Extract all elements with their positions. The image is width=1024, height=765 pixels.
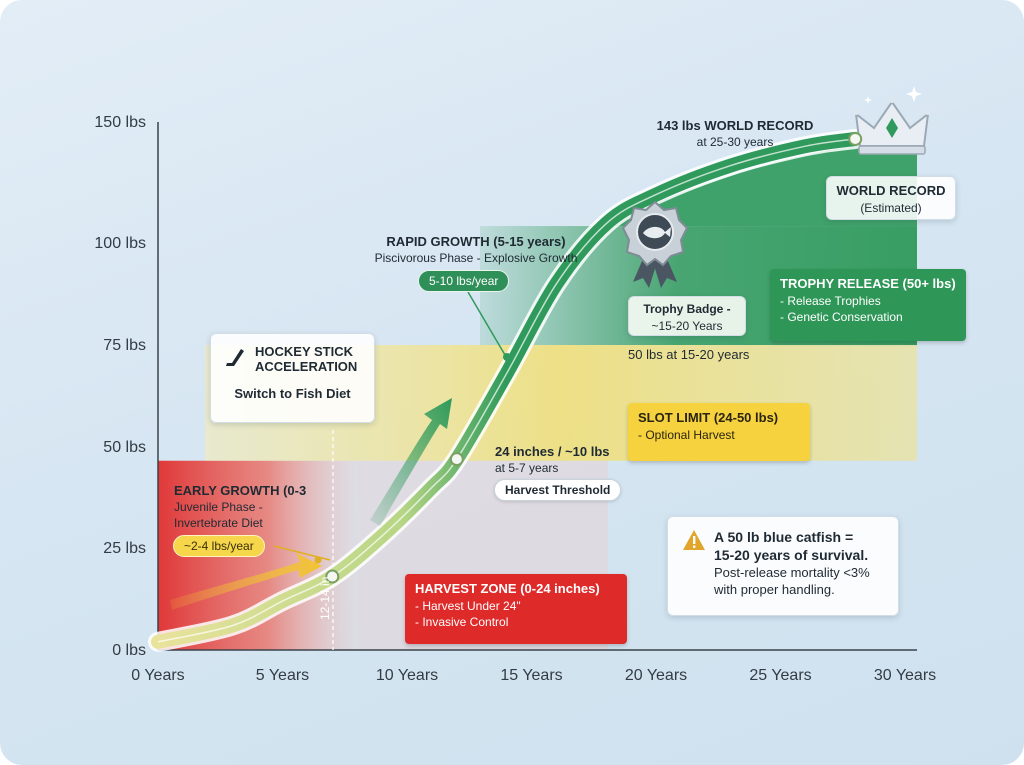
x-tick-label: 20 Years bbox=[625, 667, 687, 684]
early-growth-leader bbox=[273, 545, 331, 561]
slot-limit-title: SLOT LIMIT (24-50 lbs) bbox=[638, 410, 779, 425]
harvest-title: HARVEST ZONE (0-24 inches) bbox=[415, 581, 600, 596]
harvest-threshold-pill: Harvest Threshold bbox=[494, 479, 622, 501]
harvest-line1: - Harvest Under 24" bbox=[415, 599, 521, 613]
rapid-title: RAPID GROWTH (5-15 years) bbox=[386, 234, 566, 249]
early-growth-label: EARLY GROWTH (0-3 Juvenile Phase - Inver… bbox=[174, 483, 306, 530]
y-tick-label: 150 lbs bbox=[94, 114, 146, 131]
threshold-label: 24 inches / ~10 lbs at 5-7 years bbox=[495, 444, 610, 475]
note-line2: 15-20 years of survival. bbox=[714, 547, 869, 563]
hockey-title-1: HOCKEY STICK bbox=[255, 344, 353, 359]
x-tick-label: 10 Years bbox=[376, 667, 438, 684]
early-rate-pill: ~2-4 lbs/year bbox=[173, 535, 265, 557]
length-label: 12-14 in bbox=[318, 576, 332, 620]
trophy-release-line2: - Genetic Conservation bbox=[780, 310, 903, 324]
x-tick-label: 5 Years bbox=[256, 667, 309, 684]
x-tick-label: 15 Years bbox=[500, 667, 562, 684]
curve-marker-2 bbox=[848, 131, 863, 146]
world-record-box: WORLD RECORD (Estimated) bbox=[826, 176, 956, 220]
curve-marker-0 bbox=[325, 569, 340, 584]
x-tick-label: 30 Years bbox=[874, 667, 936, 684]
rapid-growth-leader bbox=[467, 291, 506, 356]
acceleration-arrow bbox=[370, 398, 452, 526]
trophy-release-title: TROPHY RELEASE (50+ lbs) bbox=[780, 276, 956, 291]
markers-layer bbox=[273, 131, 863, 584]
rapid-sub: Piscivorous Phase - Explosive Growth bbox=[374, 251, 578, 265]
slot-limit-line1: - Optional Harvest bbox=[638, 428, 735, 442]
early-growth-arrow bbox=[170, 553, 322, 610]
hockey-stick-callout: HOCKEY STICK ACCELERATION Switch to Fish… bbox=[210, 333, 375, 423]
y-tick-label: 75 lbs bbox=[103, 337, 146, 354]
world-record-sub: (Estimated) bbox=[860, 201, 922, 215]
harvest-line2: - Invasive Control bbox=[415, 615, 509, 629]
trophy-badge-sub: ~15-20 Years bbox=[651, 319, 723, 333]
trophy-badge-title: Trophy Badge - bbox=[643, 302, 731, 316]
note-line1: A 50 lb blue catfish = bbox=[714, 529, 854, 545]
crown-icon bbox=[853, 86, 931, 155]
rapid-rate-pill: 5-10 lbs/year bbox=[418, 270, 510, 292]
curve-layer bbox=[148, 128, 866, 652]
x-tick-label: 25 Years bbox=[749, 667, 811, 684]
y-tick-label: 100 lbs bbox=[94, 235, 146, 252]
growth-curve-highlight bbox=[157, 138, 856, 643]
y-tick-label: 50 lbs bbox=[103, 439, 146, 456]
slot-limit-box: SLOT LIMIT (24-50 lbs) - Optional Harves… bbox=[628, 403, 810, 461]
note-line4: with proper handling. bbox=[714, 582, 835, 597]
survival-note-card: A 50 lb blue catfish = 15-20 years of su… bbox=[667, 516, 899, 616]
early-title: EARLY GROWTH (0-3 bbox=[174, 483, 307, 498]
curve-marker-1 bbox=[449, 452, 464, 467]
hockey-sub: Switch to Fish Diet bbox=[234, 386, 351, 401]
warning-icon bbox=[682, 529, 706, 551]
early-line1: Juvenile Phase - bbox=[174, 500, 263, 514]
world-record-title: WORLD RECORD bbox=[836, 183, 946, 198]
threshold-sub: at 5-7 years bbox=[495, 461, 559, 475]
trophy-release-box: TROPHY RELEASE (50+ lbs) - Release Troph… bbox=[770, 269, 966, 341]
axes-layer: 0 lbs 25 lbs 50 lbs 75 lbs 100 lbs 150 lbs 0 Y… bbox=[94, 114, 936, 684]
early-line2: Invertebrate Diet bbox=[174, 516, 263, 530]
icons-layer bbox=[170, 86, 931, 610]
hockey-title-2: ACCELERATION bbox=[255, 359, 358, 374]
early-growth-dot bbox=[314, 556, 322, 564]
fish-badge-icon bbox=[621, 200, 689, 288]
record-label: 143 lbs WORLD RECORD at 25-30 years bbox=[645, 118, 825, 149]
note-line3: Post-release mortality <3% bbox=[714, 565, 870, 580]
fifty-lbs-label: 50 lbs at 15-20 years bbox=[628, 347, 750, 362]
record-sub: at 25-30 years bbox=[696, 135, 774, 149]
y-tick-label: 0 lbs bbox=[112, 642, 146, 659]
rapid-growth-label: RAPID GROWTH (5-15 years) Piscivorous Ph… bbox=[356, 234, 596, 265]
threshold-title: 24 inches / ~10 lbs bbox=[495, 444, 610, 459]
record-title: 143 lbs WORLD RECORD bbox=[656, 118, 814, 133]
x-tick-label: 0 Years bbox=[131, 667, 184, 684]
harvest-zone-box: HARVEST ZONE (0-24 inches) - Harvest Und… bbox=[405, 574, 627, 644]
trophy-badge-box: Trophy Badge - ~15-20 Years bbox=[628, 296, 746, 336]
hockey-stick-icon bbox=[223, 346, 247, 370]
trophy-release-line1: - Release Trophies bbox=[780, 294, 881, 308]
y-tick-label: 25 lbs bbox=[103, 540, 146, 557]
